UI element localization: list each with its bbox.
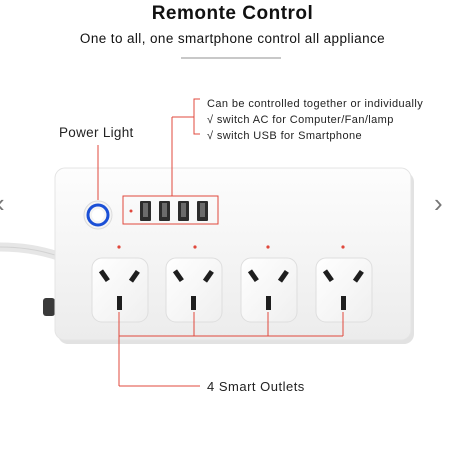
page-subtitle: One to all, one smartphone control all a… — [79, 31, 386, 46]
outlet-socket — [165, 257, 223, 323]
feature-line: √ switch AC for Computer/Fan/lamp — [207, 114, 394, 126]
feature-line: √ switch USB for Smartphone — [207, 130, 363, 142]
title-divider — [181, 57, 281, 59]
power-light-label: Power Light — [59, 125, 134, 140]
power-cord — [0, 242, 63, 261]
usb-callout-box — [122, 195, 219, 225]
power-light-icon — [83, 200, 113, 230]
usb-ports — [140, 201, 208, 221]
chevron-left-icon[interactable]: ‹ — [0, 190, 5, 216]
feature-line: Can be controlled together or individual… — [207, 98, 424, 110]
callout-lines — [97, 98, 344, 387]
smart-outlets-label: 4 Smart Outlets — [207, 379, 305, 394]
feature-list: Can be controlled together or individual… — [207, 96, 423, 144]
outlet-socket — [91, 257, 149, 323]
outlet-socket — [315, 257, 373, 323]
side-switch — [43, 298, 55, 316]
outlet-socket — [240, 257, 298, 323]
page-title: Remonte Control — [151, 3, 314, 24]
chevron-right-icon[interactable]: › — [434, 188, 443, 218]
